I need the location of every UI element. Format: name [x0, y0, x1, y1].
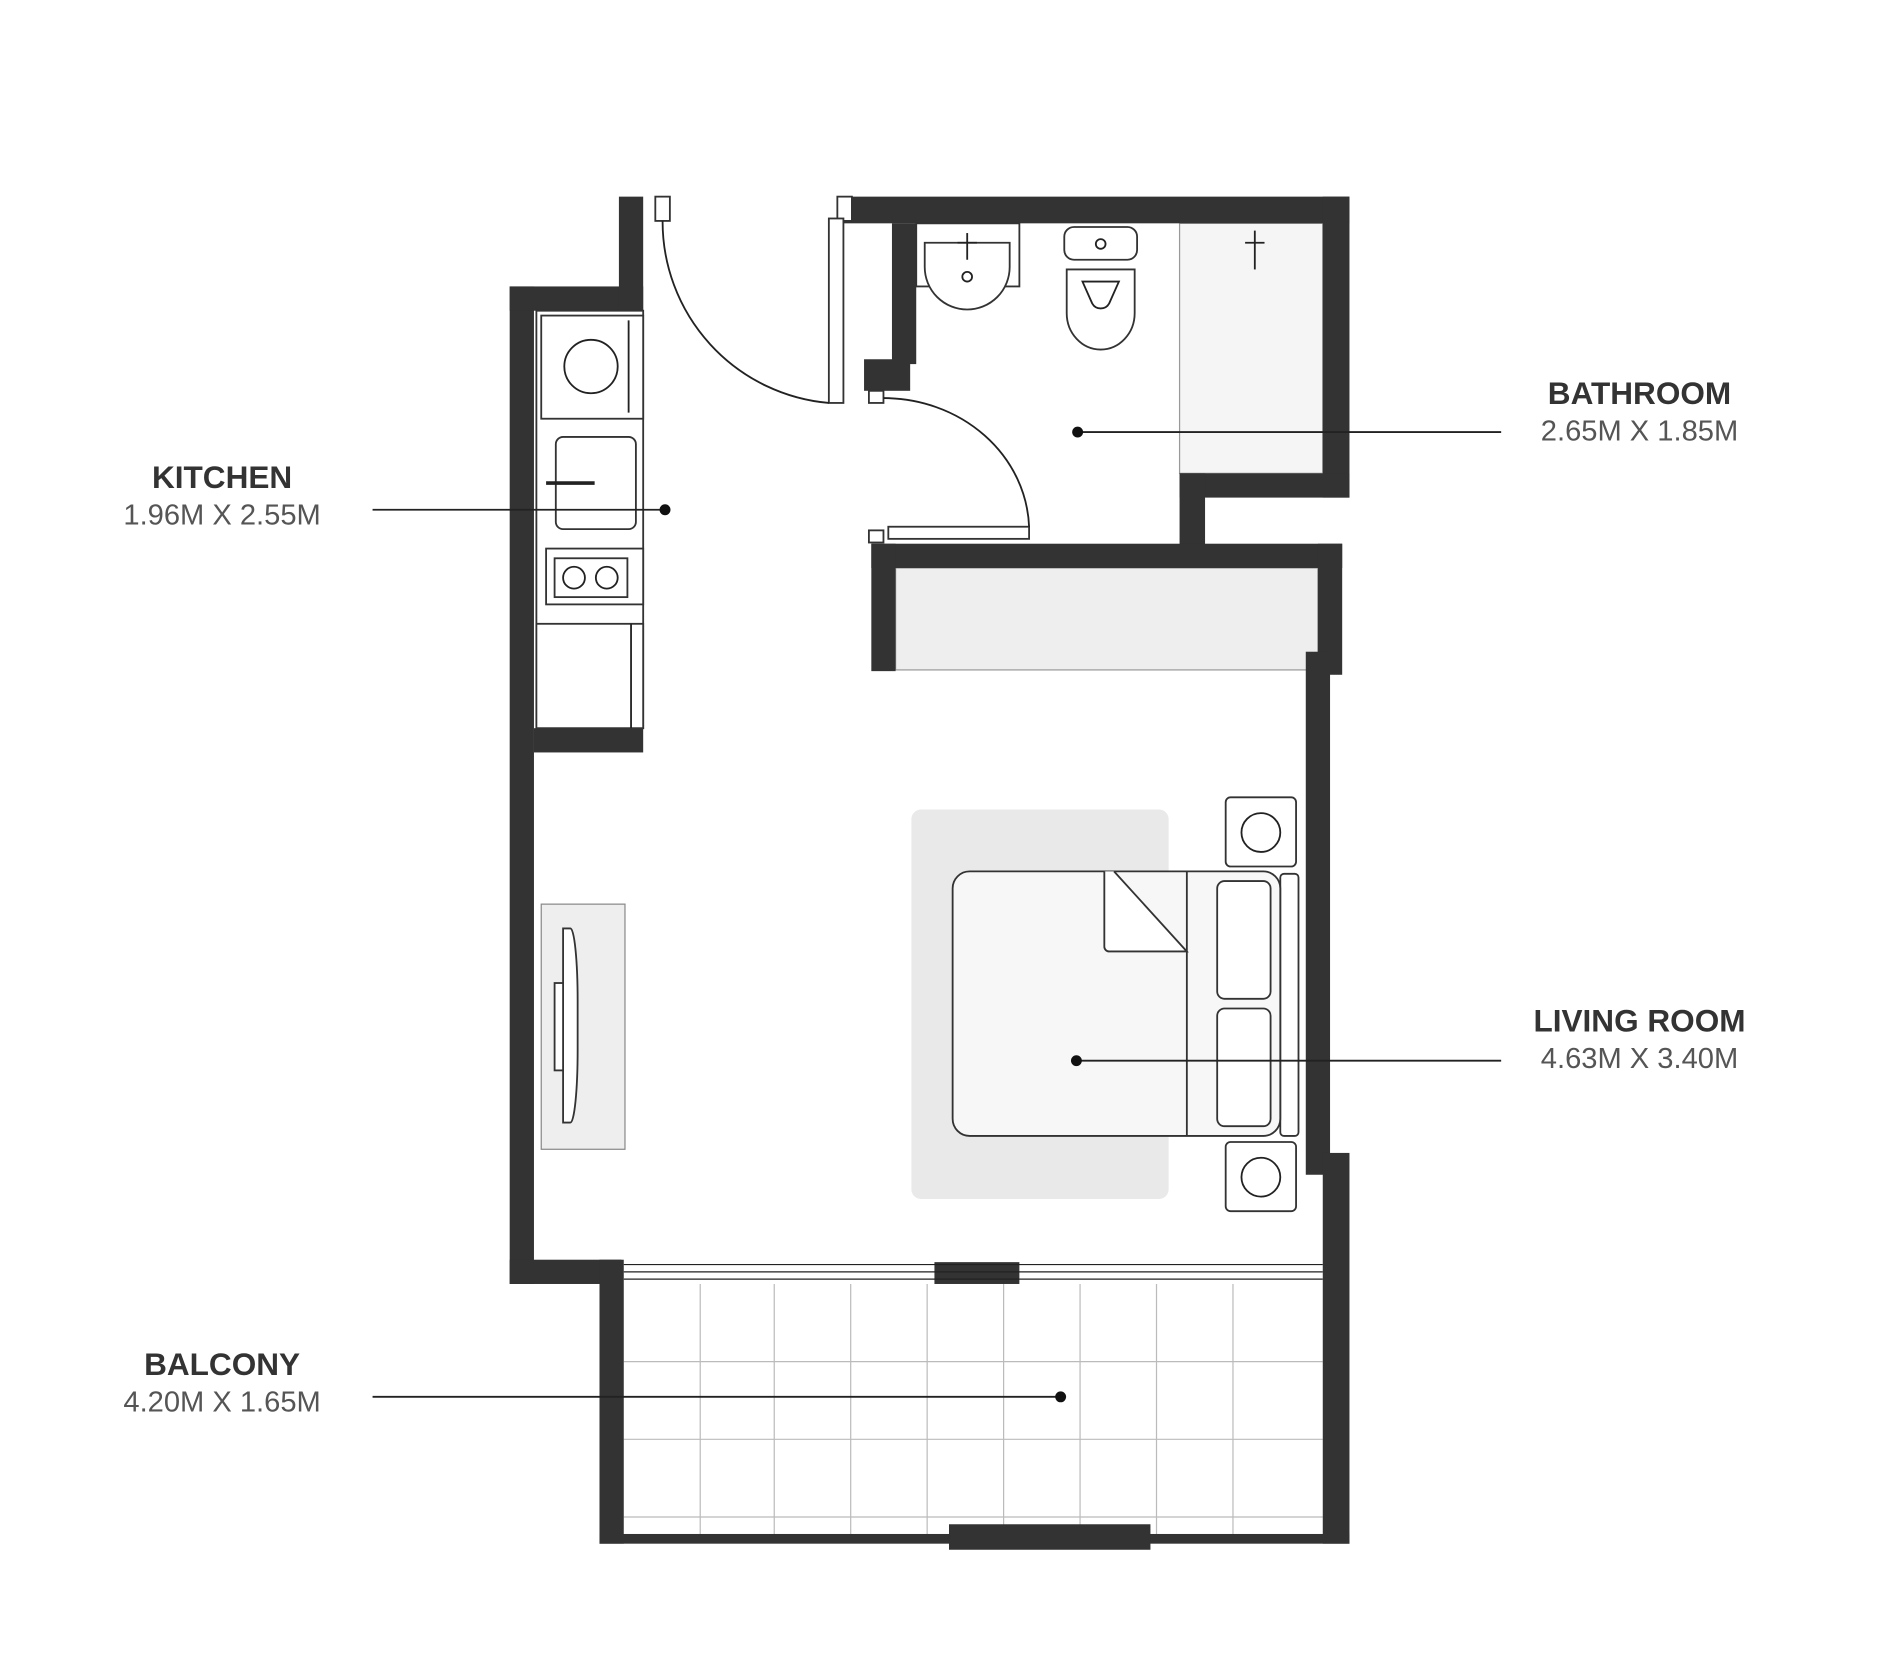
shower-head-icon	[1245, 230, 1265, 270]
balcony-name: BALCONY	[144, 1346, 300, 1382]
label-kitchen: KITCHEN 1.96M X 2.55M	[123, 459, 671, 531]
entry-door	[654, 195, 853, 404]
shower	[1178, 222, 1324, 474]
kitchen-dimensions: 1.96M X 2.55M	[123, 499, 320, 531]
balcony-tiles	[623, 1283, 1323, 1534]
balcony-dimensions: 4.20M X 1.65M	[123, 1386, 320, 1418]
label-bathroom: BATHROOM 2.65M X 1.85M	[1072, 375, 1738, 448]
living-room-dimensions: 4.63M X 3.40M	[1541, 1043, 1738, 1075]
bathroom-dimensions: 2.65M X 1.85M	[1541, 416, 1738, 448]
balcony-door	[623, 1263, 1323, 1280]
toilet	[1063, 226, 1139, 351]
bathroom-name: BATHROOM	[1548, 375, 1731, 411]
walls	[509, 196, 1350, 1550]
label-balcony: BALCONY 4.20M X 1.65M	[123, 1346, 1067, 1418]
wardrobe	[894, 567, 1319, 671]
kitchen-counter	[535, 309, 645, 730]
living-room-name: LIVING ROOM	[1533, 1003, 1745, 1039]
kitchen-name: KITCHEN	[152, 459, 292, 495]
bed	[951, 796, 1300, 1213]
basin	[915, 222, 1021, 311]
tv-unit	[540, 903, 626, 1150]
bathroom-door	[867, 389, 1030, 544]
label-living-room: LIVING ROOM 4.63M X 3.40M	[1070, 1003, 1746, 1075]
